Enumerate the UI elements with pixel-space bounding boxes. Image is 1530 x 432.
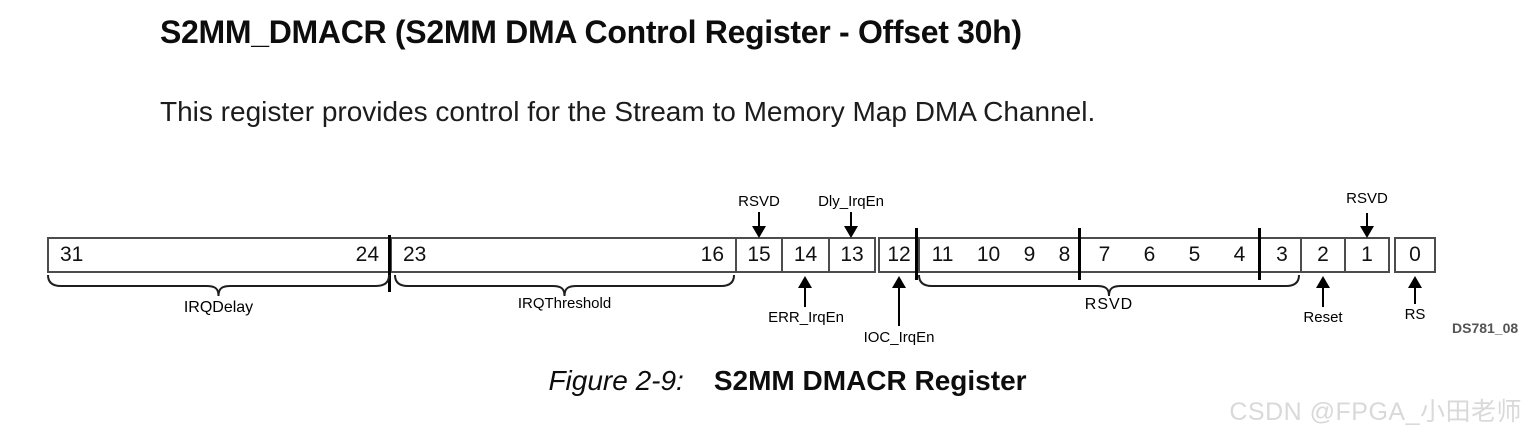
- field-rsvd-cell: 11 10 9 8 7 6 5 4 3: [918, 237, 1302, 273]
- bit-1: 1: [1361, 243, 1373, 266]
- down-arrow-icon: [752, 212, 766, 238]
- arrow-stem: [1322, 288, 1324, 307]
- arrow-head: [1360, 226, 1374, 238]
- page-description: This register provides control for the S…: [160, 96, 1096, 127]
- up-arrow-icon: [1316, 276, 1330, 307]
- byte-boundary-4-3: [1258, 228, 1261, 280]
- up-arrow-icon: [1408, 276, 1422, 304]
- bit2-reset-label: Reset: [1303, 309, 1343, 326]
- bit-10: 10: [976, 243, 1001, 266]
- bit14-err-irqen-label: ERR_IrqEn: [768, 309, 844, 326]
- field-irqthreshold-cell: 23 16: [390, 237, 737, 273]
- rsvd-bit-3: 3: [1262, 239, 1302, 271]
- down-arrow-icon: [1360, 213, 1374, 238]
- bit-12: 12: [887, 243, 911, 266]
- page-title: S2MM_DMACR (S2MM DMA Control Register - …: [160, 14, 1022, 50]
- byte-boundary-24-23: [388, 235, 391, 292]
- bit-12-cell: 12: [878, 237, 920, 273]
- bit-23: 23: [403, 243, 427, 266]
- arrow-head: [892, 276, 906, 288]
- bit-7: 7: [1098, 243, 1111, 266]
- arrow-head: [844, 226, 858, 238]
- bit-4: 4: [1233, 243, 1246, 266]
- byte-boundary-12-11: [915, 228, 918, 280]
- bit-16: 16: [700, 243, 724, 266]
- arrow-stem: [898, 288, 900, 326]
- rsvd-field-label: RSVD: [1084, 296, 1134, 313]
- arrow-stem: [758, 212, 760, 226]
- bit-14-cell: 14: [781, 237, 830, 273]
- figure-caption-title: S2MM DMACR Register: [713, 365, 1027, 396]
- field-irqdelay-cell: 31 24: [47, 237, 392, 273]
- arrow-stem: [850, 212, 852, 226]
- arrow-stem: [1414, 288, 1416, 304]
- bit-13-cell: 13: [828, 237, 876, 273]
- bit-15-cell: 15: [735, 237, 783, 273]
- bit13-dly-irqen-label: Dly_IrqEn: [818, 193, 884, 210]
- bit-14: 14: [793, 243, 818, 266]
- bit-31: 31: [60, 243, 84, 266]
- rsvd-brace: [918, 274, 1300, 297]
- irqthreshold-brace: [394, 274, 735, 297]
- bit-5: 5: [1188, 243, 1201, 266]
- arrow-stem: [804, 288, 806, 307]
- figure-caption-number: Figure 2-9:: [548, 365, 684, 396]
- rsvd-bits-11-8: 11 10 9 8: [920, 239, 1082, 271]
- bit-13: 13: [840, 243, 864, 266]
- bit0-rs-label: RS: [1404, 306, 1426, 323]
- csdn-watermark: CSDN @FPGA_小田老师: [1229, 398, 1522, 426]
- irqdelay-field-label: IRQDelay: [183, 299, 254, 316]
- irqthreshold-field-label: IRQThreshold: [517, 295, 612, 312]
- bit-11: 11: [931, 243, 954, 266]
- bit-6: 6: [1143, 243, 1156, 266]
- arrow-stem: [1366, 213, 1368, 226]
- bit-15: 15: [747, 243, 771, 266]
- arrow-head: [1408, 276, 1422, 288]
- arrow-head: [752, 226, 766, 238]
- irqdelay-brace: [47, 274, 390, 297]
- up-arrow-icon: [892, 276, 906, 326]
- figure-caption: Figure 2-9: S2MM DMACR Register: [0, 365, 1530, 397]
- bit-8: 8: [1058, 243, 1071, 266]
- rsvd-bits-7-4: 7 6 5 4: [1082, 239, 1262, 271]
- doc-figure-code: DS781_08: [1452, 320, 1519, 336]
- bit12-ioc-irqen-label: IOC_IrqEn: [863, 329, 935, 346]
- bit1-rsvd-label: RSVD: [1346, 190, 1388, 207]
- bit-2-cell: 2: [1300, 237, 1346, 273]
- bit-1-cell: 1: [1344, 237, 1390, 273]
- bit-0: 0: [1409, 243, 1421, 266]
- bit-3: 3: [1276, 243, 1288, 266]
- bit-2: 2: [1317, 243, 1329, 266]
- bit-0-cell: 0: [1394, 237, 1436, 273]
- up-arrow-icon: [798, 276, 812, 307]
- bit-9: 9: [1023, 243, 1036, 266]
- arrow-head: [1316, 276, 1330, 288]
- byte-boundary-8-7: [1078, 228, 1081, 280]
- down-arrow-icon: [844, 212, 858, 238]
- arrow-head: [798, 276, 812, 288]
- bit-24: 24: [355, 243, 379, 266]
- bit15-rsvd-label: RSVD: [738, 193, 780, 210]
